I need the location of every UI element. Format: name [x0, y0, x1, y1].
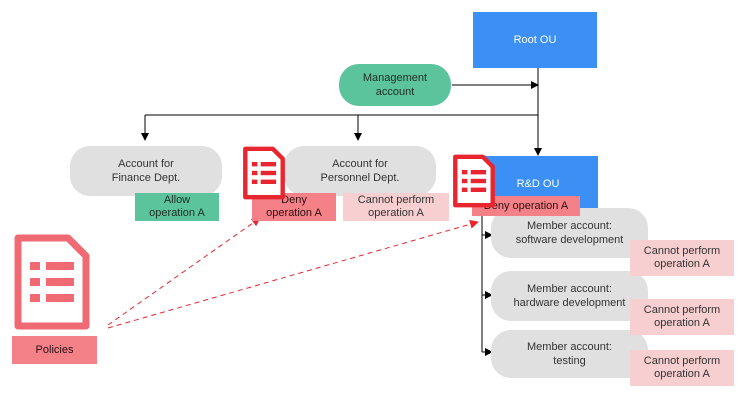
allow-policy-tag: Allow operation A: [135, 193, 219, 221]
cannot-perform-tag-personnel: Cannot perform operation A: [343, 193, 449, 221]
finance-account-node[interactable]: Account for Finance Dept.: [70, 146, 222, 196]
member-software-node[interactable]: Member account: software development: [491, 208, 648, 258]
policy-document-icon: [453, 154, 495, 208]
deny-policy-tag-rd: Deny operation A: [472, 196, 580, 216]
member-testing-node[interactable]: Member account: testing: [491, 330, 648, 378]
deny-policy-tag-personnel: Deny operation A: [252, 193, 336, 221]
root-ou-node[interactable]: Root OU: [473, 12, 597, 68]
policy-document-icon: [243, 146, 285, 200]
cannot-perform-tag-testing: Cannot perform operation A: [630, 350, 734, 386]
policy-arrow-rd: [107, 219, 479, 329]
cannot-perform-tag-hardware: Cannot perform operation A: [630, 299, 734, 335]
management-account-node[interactable]: Management account: [339, 64, 451, 106]
policy-document-icon: [14, 234, 90, 330]
cannot-perform-tag-software: Cannot perform operation A: [630, 240, 734, 276]
personnel-account-node[interactable]: Account for Personnel Dept.: [284, 146, 436, 196]
policy-arrow-personnel: [107, 217, 261, 326]
member-hardware-node[interactable]: Member account: hardware development: [491, 271, 648, 321]
policies-legend-label: Policies: [12, 336, 97, 364]
